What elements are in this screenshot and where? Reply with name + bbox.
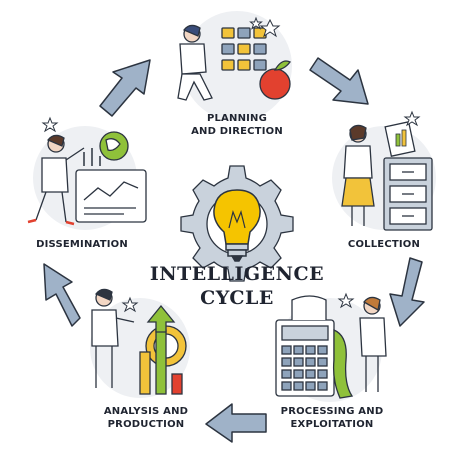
cycle-arrow-3 <box>205 403 267 443</box>
lightbulb-gear-icon <box>180 165 294 282</box>
cycle-arrow-2 <box>389 257 425 327</box>
presentation-screen-icon <box>27 131 147 226</box>
cycle-arrow-1 <box>309 57 369 105</box>
diagram-title-line-1: INTELLIGENCE <box>149 263 325 285</box>
diagram-title-line-2: CYCLE <box>200 287 274 309</box>
calculator-icon <box>275 295 387 399</box>
growth-chart-icon <box>91 288 187 395</box>
stage-label-analysis: ANALYSIS AND PRODUCTION <box>103 406 189 430</box>
stage-label-collection: COLLECTION <box>347 239 421 250</box>
stage-label-dissemination: DISSEMINATION <box>36 239 128 250</box>
cycle-arrow-4 <box>43 263 81 327</box>
filing-cabinet-icon <box>341 121 433 231</box>
stage-label-processing: PROCESSING AND EXPLOITATION <box>280 406 384 430</box>
planning-board-icon <box>177 18 291 101</box>
sparkle-icons <box>41 16 421 309</box>
cycle-arrow-5 <box>99 59 151 117</box>
stage-label-planning: PLANNING AND DIRECTION <box>191 113 283 137</box>
